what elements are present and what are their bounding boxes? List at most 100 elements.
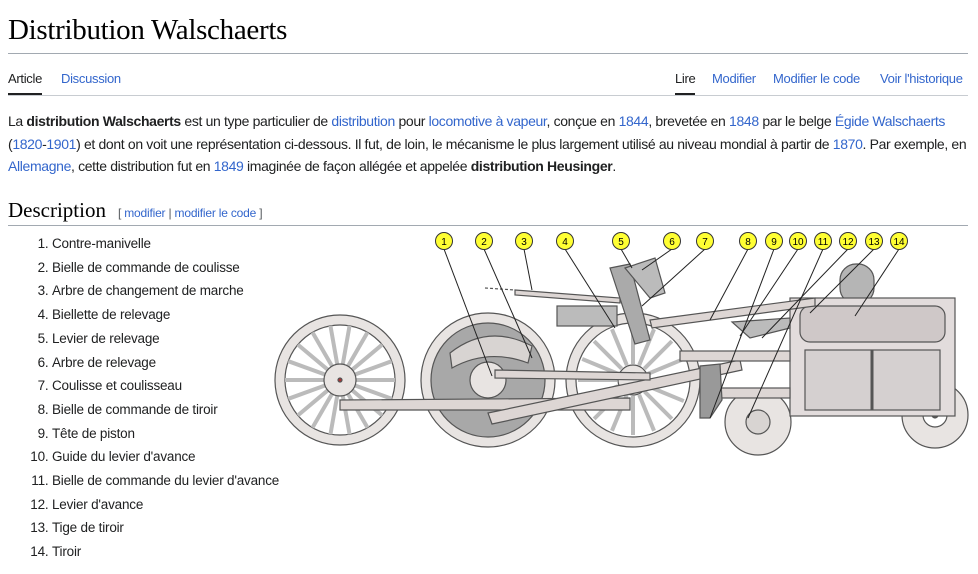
eccentric-rod: [494, 369, 651, 381]
edit-section-link[interactable]: modifier: [124, 206, 166, 220]
wheel-spoke: [354, 383, 393, 401]
callout-circle: [515, 232, 533, 250]
tab-article[interactable]: Article: [8, 71, 42, 95]
intro-link[interactable]: 1849: [213, 158, 244, 174]
tab-edit[interactable]: Modifier: [712, 71, 756, 86]
intro-text: , cette distribution fut en: [71, 158, 214, 174]
callout-1: 1: [435, 232, 453, 250]
callout-leader: [747, 248, 824, 419]
callout-circle: [739, 232, 757, 250]
callout-number: 10: [792, 237, 804, 248]
intro-link[interactable]: 1844: [618, 113, 649, 129]
reversing-rod: [514, 289, 621, 304]
callout-leader: [809, 248, 875, 314]
callout-number: 14: [893, 237, 905, 248]
wheel-spoke: [610, 328, 629, 366]
intro-link[interactable]: 1901: [46, 135, 77, 152]
bold-term: distribution Walschaerts: [26, 113, 181, 129]
callout-leader: [854, 248, 900, 317]
callout-9: 9: [765, 232, 783, 250]
part-list-item: Tige de tiroir: [52, 516, 279, 540]
intro-text: par le belge: [758, 113, 835, 129]
tab-history[interactable]: Voir l'historique: [880, 71, 963, 86]
intro-link[interactable]: 1820: [12, 135, 43, 152]
section-title: Description: [8, 198, 106, 222]
intro-link[interactable]: distribution: [331, 113, 395, 129]
bracket: [: [117, 206, 125, 220]
callout-number: 1: [441, 237, 447, 248]
part-list-item: Levier d'avance: [52, 493, 279, 517]
part-list-item: Levier de relevage: [52, 327, 279, 351]
callout-2: 2: [475, 232, 493, 250]
callout-leader: [761, 248, 849, 339]
tab-discussion[interactable]: Discussion: [61, 71, 121, 86]
wheel-spoke: [310, 331, 334, 368]
callout-number: 11: [818, 237, 829, 248]
intro-text: pour: [394, 113, 429, 129]
intro-text: , brevetée en: [648, 113, 730, 129]
part-list-item: Contre-manivelle: [52, 232, 279, 256]
callout-circle: [475, 232, 493, 250]
driving-wheel-rear: [274, 314, 406, 446]
intro-text: . Par exemple, en: [862, 135, 967, 152]
tab-read[interactable]: Lire: [675, 71, 696, 95]
wheel-spoke: [581, 357, 619, 376]
tab-edit-source[interactable]: Modifier le code: [773, 71, 860, 86]
intro-link[interactable]: Allemagne: [8, 158, 72, 174]
part-list-item: Bielle de commande de tiroir: [52, 398, 279, 422]
separator: |: [165, 206, 175, 220]
wheel-spoke: [328, 395, 340, 435]
callout-13: 13: [865, 232, 883, 250]
intro-link[interactable]: Égide Walschaerts: [834, 113, 946, 129]
callout-number: 5: [618, 237, 624, 248]
driving-wheel-middle: [420, 312, 556, 448]
callout-circle: [663, 232, 681, 250]
section-edit-links: [ modifier | modifier le code ]: [117, 206, 263, 220]
wheel-spoke: [287, 359, 326, 377]
parts-list: Contre-manivelleBielle de commande de co…: [8, 232, 279, 564]
callout-number: 12: [842, 237, 854, 248]
callout-circle: [696, 232, 714, 250]
page-title: Distribution Walschaerts: [8, 14, 288, 46]
wheel-spoke: [642, 389, 674, 421]
wheel-spoke: [637, 394, 656, 432]
wheel-spoke: [296, 388, 330, 417]
callout-11: 11: [814, 232, 832, 250]
wheel-spoke: [642, 339, 674, 371]
wheel-spoke: [637, 328, 656, 366]
main-rod: [487, 359, 743, 425]
callout-leader: [483, 248, 533, 359]
wheel-spoke: [328, 325, 340, 365]
wheel-spoke: [340, 325, 352, 365]
intro-text: , conçue en: [546, 113, 619, 129]
wheel-spoke: [350, 343, 384, 372]
intro-link[interactable]: locomotive à vapeur: [428, 113, 547, 129]
callout-leader: [739, 248, 799, 337]
edit-source-section-link[interactable]: modifier le code: [174, 206, 257, 220]
part-list-item: Bielle de commande du levier d'avance: [52, 469, 279, 493]
part-list-item: Coulisse et coulisseau: [52, 374, 279, 398]
intro-text: .: [612, 158, 616, 174]
wheel-spoke: [354, 359, 393, 377]
callout-leader: [641, 248, 706, 307]
callout-circle: [612, 232, 630, 250]
intro-link[interactable]: 1848: [729, 113, 759, 129]
wheel-spoke: [310, 392, 334, 429]
callout-leader: [709, 248, 749, 321]
wheel-spoke: [346, 331, 370, 368]
intro-link[interactable]: 1870: [832, 135, 863, 152]
bracket: ]: [256, 206, 263, 220]
callout-circle: [765, 232, 783, 250]
combination-lever: [699, 363, 723, 419]
callout-circle: [890, 232, 908, 250]
part-list-item: Guide du levier d'avance: [52, 445, 279, 469]
part-list-item: Biellette de relevage: [52, 303, 279, 327]
callout-number: 9: [771, 237, 777, 248]
callout-circle: [814, 232, 832, 250]
callout-7: 7: [696, 232, 714, 250]
wheel-spoke: [287, 383, 326, 401]
callout-number: 8: [745, 237, 751, 248]
callout-circle: [435, 232, 453, 250]
page-tabs: Article Discussion Lire Modifier Modifie…: [8, 71, 968, 96]
